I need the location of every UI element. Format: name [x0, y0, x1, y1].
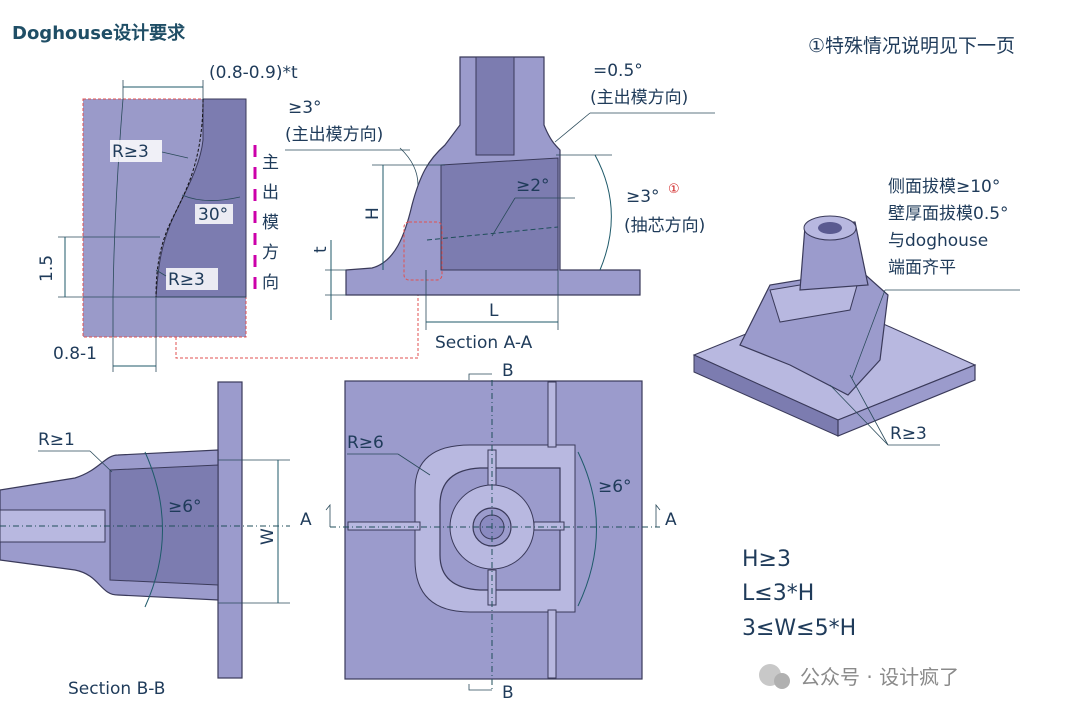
section-bb-view: W ≥6° R≥1 Section B-B	[0, 381, 290, 699]
iso-plate-side	[837, 364, 976, 437]
iso-radius: R≥3	[890, 424, 927, 444]
top-slot-up	[547, 381, 557, 448]
section-aa-dashed	[426, 226, 559, 241]
thickness-label: (0.8-0.9)*t	[209, 63, 298, 83]
top-slot-down	[547, 609, 557, 679]
top-radius: R≥6	[347, 433, 384, 453]
section-aa-view: H t L Section A-A =0.5° (主出模方向) ≥3° (主出模…	[285, 56, 715, 353]
direction-char-3: 模	[262, 213, 279, 233]
draft-main-dir: (主出模方向)	[590, 88, 688, 108]
core-draft-arc	[594, 154, 612, 271]
angle-arc	[181, 194, 241, 201]
rule-l: L≤3*H	[742, 581, 814, 606]
draft-inner: ≥2°	[516, 176, 550, 196]
dim-l: L	[489, 301, 499, 321]
bb-plate	[217, 381, 243, 679]
marker-b-bottom: B	[502, 683, 514, 703]
marker-a-left: A	[300, 510, 312, 530]
iso-boss-hole	[818, 222, 842, 234]
iso-text-1: 侧面拔模≥10°	[888, 177, 1000, 197]
top-rib-right	[533, 521, 565, 531]
iso-text-4: 端面齐平	[888, 258, 956, 278]
dim-w: W	[258, 528, 278, 545]
draft-core-dir: (抽芯方向)	[624, 216, 705, 236]
section-aa-callout	[403, 221, 443, 281]
special-note: ①特殊情况说明见下一页	[808, 35, 1015, 57]
marker-b-top: B	[502, 361, 514, 381]
draft-main: =0.5°	[593, 61, 643, 81]
top-draft-arc	[577, 451, 597, 607]
direction-char-4: 方	[262, 243, 279, 263]
draft-core: ≥3°	[626, 187, 660, 207]
draft-core-mark: ①	[668, 182, 680, 197]
iso-text-2: 壁厚面拔模0.5°	[888, 204, 1009, 224]
top-draft: ≥6°	[598, 477, 632, 497]
top-view: B B A A R≥6 ≥6°	[300, 361, 677, 703]
marker-a-right: A	[665, 510, 677, 530]
draft-left: ≥3°	[288, 98, 322, 118]
section-aa-label: Section A-A	[435, 333, 533, 353]
detail-height: 1.5	[37, 255, 57, 282]
detail-view: (0.8-0.9)*t R≥3 R≥3 30° 主 出 模 方 向 1.5 0.…	[37, 63, 298, 372]
top-rib-left	[347, 521, 421, 531]
rule-h: H≥3	[742, 547, 791, 572]
watermark-text: 公众号 · 设计疯了	[800, 665, 959, 689]
detail-offset: 0.8-1	[53, 344, 97, 364]
rule-w: 3≤W≤5*H	[742, 616, 856, 641]
bb-cavity	[109, 464, 219, 586]
iso-text-3: 与doghouse	[888, 231, 988, 251]
dim-h: H	[363, 207, 383, 220]
bb-radius: R≥1	[38, 430, 75, 450]
detail-leader	[175, 282, 419, 359]
detail-angle: 30°	[198, 205, 228, 225]
isometric-view: 侧面拔模≥10° 壁厚面拔模0.5° 与doghouse 端面齐平 R≥3	[692, 177, 1020, 446]
section-bb-label: Section B-B	[68, 679, 165, 699]
watermark: 公众号 · 设计疯了	[759, 664, 959, 689]
detail-radius-top: R≥3	[112, 142, 149, 162]
direction-char-5: 向	[262, 273, 279, 293]
page-title: Doghouse设计要求	[12, 22, 186, 44]
bb-draft-arc	[144, 451, 163, 608]
direction-char-1: 主	[262, 153, 279, 173]
bb-draft: ≥6°	[168, 497, 202, 517]
section-aa-bore	[475, 56, 515, 156]
detail-wall-line	[112, 98, 124, 298]
direction-char-2: 出	[262, 183, 279, 203]
detail-radius-bottom: R≥3	[168, 270, 205, 290]
detail-dashed-edge	[155, 98, 204, 298]
draft-left-dir: (主出模方向)	[285, 125, 383, 145]
dim-t: t	[311, 246, 331, 253]
section-aa-cavity	[440, 157, 559, 271]
